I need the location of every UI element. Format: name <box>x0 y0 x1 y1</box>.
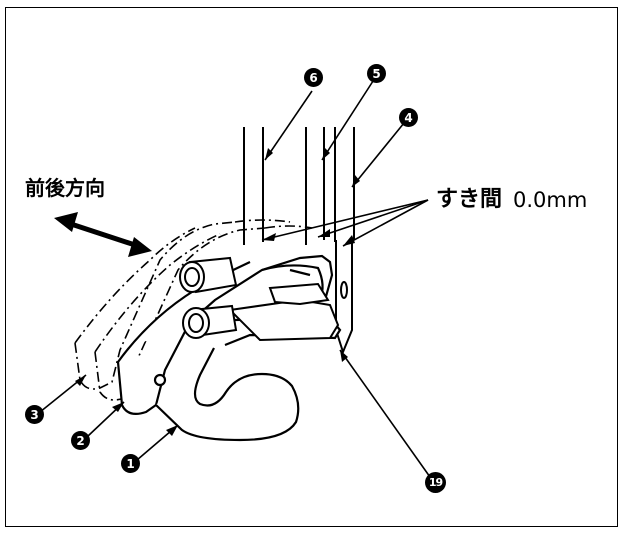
callout-6: 6 <box>304 68 323 87</box>
gap-value: 0.0mm <box>513 188 588 212</box>
direction-label: 前後方向 <box>25 176 105 200</box>
callout-19: 19 <box>425 472 446 493</box>
direction-arrow <box>54 212 152 257</box>
callout-4: 4 <box>399 108 418 127</box>
callout-5: 5 <box>367 64 386 83</box>
needle <box>335 240 353 355</box>
foot-position-outlines <box>74 219 313 401</box>
figure-frame <box>5 7 618 527</box>
leader-arrowheads <box>75 148 360 436</box>
callout-3: 3 <box>25 405 44 424</box>
callout-2: 2 <box>71 431 90 450</box>
screws <box>179 256 238 339</box>
gap-label: すき間 <box>436 187 503 212</box>
callout-1: 1 <box>121 454 140 473</box>
needle-bars <box>243 127 355 245</box>
foot-plate <box>227 282 340 342</box>
